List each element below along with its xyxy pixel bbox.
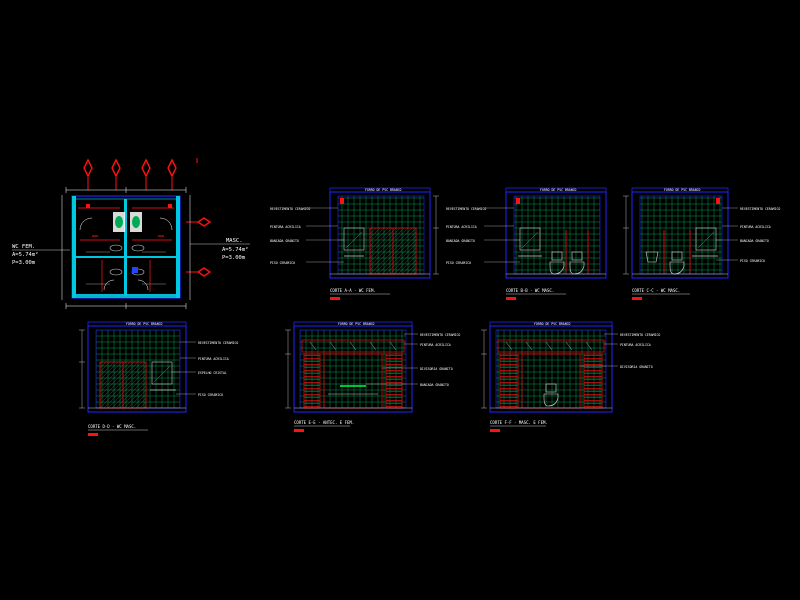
- elevation-c-frame: [631, 191, 729, 279]
- elevation-a: FORRO DE PVC BRANCO REVESTIMENTO CERAMIC…: [270, 187, 439, 300]
- elevation-b-frame: [505, 191, 607, 279]
- elevation-d-note-1: REVESTIMENTO CERAMICO: [198, 341, 238, 345]
- elevation-b: FORRO DE PVC BRANCO REVESTIMENTO CERAMIC…: [446, 187, 607, 300]
- elevation-f: FORRO DE PVC BRANCO REVESTIMENTO CERAMIC…: [481, 321, 660, 432]
- elevation-a-frame: [329, 191, 431, 279]
- elevation-f-note-3: DIVISORIA GRANITO: [620, 365, 653, 369]
- elevation-d-floor-note: PISO CERAMICO: [198, 393, 223, 397]
- elevation-a-top-label: FORRO DE PVC BRANCO: [365, 188, 402, 192]
- elevation-e: FORRO DE PVC BRANCO REVESTIMENTO CERAMIC…: [285, 321, 460, 432]
- elevation-c: FORRO DE PVC BRANCO REVESTIMENTO CERAMIC…: [623, 187, 780, 300]
- section-markers: [83, 158, 212, 277]
- elevation-e-note-1: REVESTIMENTO CERAMICO: [420, 333, 460, 337]
- section-marker-b[interactable]: [111, 158, 121, 190]
- elevation-b-note-3: BANCADA GRANITO: [446, 239, 475, 243]
- section-marker-c[interactable]: [141, 158, 151, 190]
- elevation-e-frame: [293, 325, 413, 413]
- elevation-c-note-3: BANCADA GRANITO: [740, 239, 769, 243]
- elevation-c-mirror: [695, 227, 717, 251]
- elevation-d-title: CORTE D-D - WC MASC.: [88, 424, 136, 429]
- plan-right-note-3: P=3.00m: [222, 255, 246, 261]
- elevation-a-floor-note: PISO CERAMICO: [270, 261, 295, 265]
- section-marker-e[interactable]: [186, 217, 212, 227]
- elevation-f-note-1: REVESTIMENTO CERAMICO: [620, 333, 660, 337]
- elevation-b-top-label: FORRO DE PVC BRANCO: [540, 188, 577, 192]
- plan-left-note-1: WC FEM.: [12, 244, 35, 250]
- elevation-b-mirror: [519, 227, 541, 251]
- elevation-d-top-label: FORRO DE PVC BRANCO: [126, 322, 163, 326]
- elevation-a-mirror: [343, 227, 365, 251]
- elevation-d-note-2: PINTURA ACRILICA: [198, 357, 229, 361]
- elevation-f-title: CORTE F-F - MASC. E FEM.: [490, 420, 548, 425]
- floor-plan: WC FEM. A=5.74m² P=3.00m MASC. A=5.74m² …: [12, 158, 250, 309]
- elevation-e-note-4: BANCADA GRANITO: [420, 383, 449, 387]
- elevation-b-title: CORTE B-B - WC MASC.: [506, 288, 554, 293]
- elevation-f-note-2: PINTURA ACRILICA: [620, 343, 651, 347]
- plan-right-note-2: A=5.74m²: [222, 246, 249, 253]
- plan-sinks: [109, 244, 145, 276]
- elevation-b-floor-note: PISO CERAMICO: [446, 261, 471, 265]
- elevation-a-note-3: BANCADA GRANITO: [270, 239, 299, 243]
- elevation-b-note-2: PINTURA ACRILICA: [446, 225, 477, 229]
- elevation-f-toilet: [543, 383, 559, 407]
- elevation-c-top-label: FORRO DE PVC BRANCO: [664, 188, 701, 192]
- elevation-c-floor-note: PISO CERAMICO: [740, 259, 765, 263]
- elevation-a-title: CORTE A-A - WC FEM.: [330, 288, 376, 293]
- plan-center-wall: [124, 199, 127, 295]
- elevation-d-mirror: [151, 361, 173, 385]
- section-marker-f[interactable]: [186, 267, 212, 277]
- plan-right-note-1: MASC.: [226, 238, 243, 244]
- elevation-e-door-left: [303, 353, 321, 409]
- elevation-f-door-left: [499, 353, 519, 409]
- elevation-f-frame: [489, 325, 613, 413]
- plan-dimensions: [61, 187, 191, 309]
- elevation-d-note-3: ESPELHO CRISTAL: [198, 371, 227, 375]
- elevation-a-note-1: REVESTIMENTO CERAMICO: [270, 207, 310, 211]
- elevation-e-note-3: DIVISORIA GRANITO: [420, 367, 453, 371]
- elevation-f-door-right: [583, 353, 603, 409]
- elevation-e-title: CORTE E-E - ANTEC. E FEM.: [294, 420, 354, 425]
- elevation-e-note-2: PINTURA ACRILICA: [420, 343, 451, 347]
- elevation-b-note-1: REVESTIMENTO CERAMICO: [446, 207, 486, 211]
- elevation-a-note-2: PINTURA ACRILICA: [270, 225, 301, 229]
- plan-toilets: [113, 212, 142, 232]
- elevation-c-note-2: PINTURA ACRILICA: [740, 225, 771, 229]
- elevation-d-frame: [87, 325, 187, 413]
- elevation-e-door-right: [385, 353, 403, 409]
- section-marker-d[interactable]: [167, 158, 177, 190]
- plan-left-note-2: A=5.74m²: [12, 251, 39, 258]
- elevation-c-note-1: REVESTIMENTO CERAMICO: [740, 207, 780, 211]
- elevation-c-title: CORTE C-C - WC MASC.: [632, 288, 680, 293]
- elevation-d: FORRO DE PVC BRANCO REVESTIMENTO CERAMIC…: [79, 321, 238, 436]
- elevation-f-top-label: FORRO DE PVC BRANCO: [534, 322, 571, 326]
- plan-left-note-3: P=3.00m: [12, 260, 36, 266]
- elevation-e-top-label: FORRO DE PVC BRANCO: [338, 322, 375, 326]
- section-marker-a[interactable]: [83, 158, 93, 190]
